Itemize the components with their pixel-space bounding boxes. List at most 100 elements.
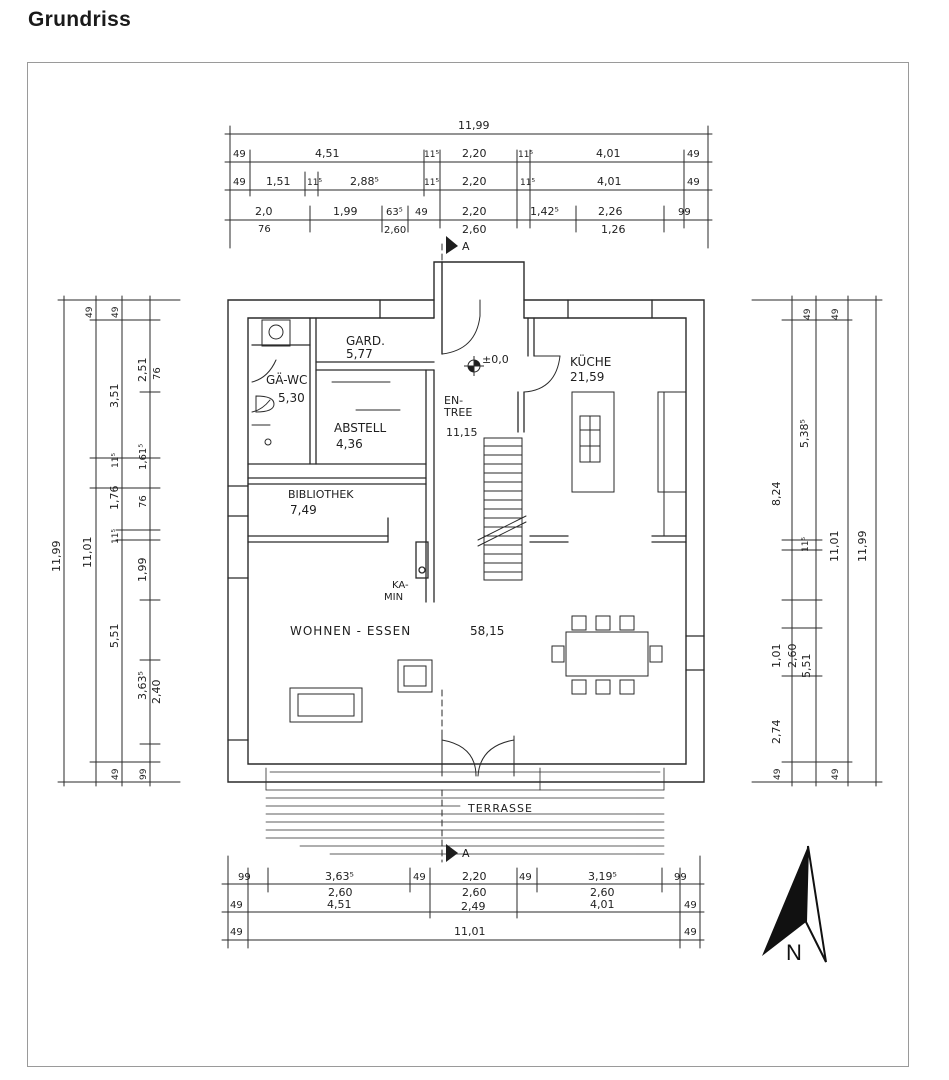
room-abstell-name: ABSTELL <box>334 421 386 435</box>
interior-walls <box>227 299 705 741</box>
dim-label: 76 <box>138 495 149 508</box>
dim-label: 2,20 <box>462 175 487 188</box>
dim-top-overall: 11,99 <box>458 119 490 132</box>
dim-label: 49 <box>233 149 246 160</box>
dim-label: 4,01 <box>596 147 621 160</box>
room-gaewc-name: GÄ-WC <box>266 372 307 387</box>
dim-label: 49 <box>415 207 428 218</box>
dim-label: 11,01 <box>828 531 841 563</box>
dim-label: 2,20 <box>462 870 487 883</box>
dim-label: 49 <box>684 927 697 938</box>
room-wohnen-name: WOHNEN - ESSEN <box>290 624 411 638</box>
dim-label: 1,76 <box>108 486 121 511</box>
left-dimension-lines <box>57 295 181 787</box>
dim-label: 49 <box>687 149 700 160</box>
dim-label: 49 <box>413 872 426 883</box>
dining-table <box>551 615 663 695</box>
dim-label: 2,40 <box>150 680 163 705</box>
dim-label: 2,60 <box>384 225 406 236</box>
dim-label: 49 <box>230 900 243 911</box>
room-kamin-line1: KA- <box>392 580 409 591</box>
dim-label: 2,20 <box>462 205 487 218</box>
bottom-dimension-labels: 99 3,63⁵ 49 2,20 49 3,19⁵ 99 2,60 2,60 2… <box>230 870 697 938</box>
section-marker-top: A <box>446 236 470 254</box>
dim-label: 1,99 <box>136 558 149 583</box>
page-title: Grundriss <box>28 8 132 31</box>
room-entree-area: 11,15 <box>446 426 478 439</box>
dim-label: 1,51 <box>266 175 291 188</box>
section-label: A <box>462 847 470 860</box>
dim-label: 2,60 <box>462 886 487 899</box>
level-marker: ±0,0 <box>464 353 509 376</box>
dim-label: 49 <box>773 768 783 780</box>
dim-label: 1,26 <box>601 223 626 236</box>
room-abstell-area: 4,36 <box>336 437 363 451</box>
dim-label: 2,60 <box>462 223 487 236</box>
dim-label: 1,01 <box>770 644 783 669</box>
dim-left-inner: 11,01 <box>81 537 94 569</box>
dim-label: 4,01 <box>597 175 622 188</box>
dim-label: 99 <box>678 207 691 218</box>
dim-label: 3,19⁵ <box>588 870 617 883</box>
living-furniture <box>289 659 433 723</box>
left-dimension-labels: 11,99 11,01 49 3,51 11⁵ 1,76 11⁵ 5,51 49… <box>50 306 163 780</box>
room-kueche-name: KÜCHE <box>570 353 611 369</box>
dim-label: 4,01 <box>590 898 615 911</box>
dim-label: 11⁵ <box>801 537 811 552</box>
dim-label: 11⁵ <box>307 178 322 188</box>
dim-label: 2,88⁵ <box>350 175 379 188</box>
dim-label: 11⁵ <box>111 453 121 468</box>
room-gard-area: 5,77 <box>346 347 373 361</box>
dim-label: 5,38⁵ <box>798 419 811 448</box>
dim-right-outer: 11,99 <box>856 531 869 563</box>
dim-label: 2,60 <box>786 644 799 669</box>
exterior-walls <box>227 261 705 783</box>
dim-label: 99 <box>238 872 251 883</box>
section-label: A <box>462 240 470 253</box>
bottom-dimension-lines <box>221 855 705 949</box>
room-labels: GARD. 5,77 GÄ-WC 5,30 ABSTELL 4,36 EN- T… <box>266 334 611 815</box>
dim-label: 49 <box>684 900 697 911</box>
dim-label: 11⁵ <box>424 150 439 160</box>
dim-label: 49 <box>519 872 532 883</box>
room-kamin-line2: MIN <box>384 592 403 603</box>
terrace-hatching <box>265 767 665 855</box>
dim-label: 1,99 <box>333 205 358 218</box>
dim-label: 3,63⁵ <box>136 671 149 700</box>
dim-label: 99 <box>139 768 149 780</box>
right-dimension-labels: 49 5,38⁵ 8,24 11⁵ 1,01 2,60 2,74 49 49 1… <box>770 308 869 780</box>
dim-label: 1,42⁵ <box>530 205 559 218</box>
drawing-frame <box>27 62 909 1067</box>
section-marker-bottom: A <box>446 844 470 862</box>
level-label: ±0,0 <box>482 353 509 366</box>
dim-label: 4,51 <box>327 898 352 911</box>
kitchen-furniture <box>571 391 687 537</box>
wc-fixtures <box>251 319 291 446</box>
staircase <box>477 437 527 581</box>
dim-label: 49 <box>803 308 813 320</box>
dim-label: 2,60 <box>328 886 353 899</box>
dim-label: 11⁵ <box>111 529 121 544</box>
dim-label: 2,51 <box>136 358 149 383</box>
dim-label: 76 <box>152 367 163 380</box>
dim-label: 76 <box>258 224 271 235</box>
room-kueche-area: 21,59 <box>570 370 604 384</box>
room-bibliothek-name: BIBLIOTHEK <box>288 488 354 501</box>
room-entree-line2: TREE <box>443 406 472 419</box>
dim-label: 99 <box>674 872 687 883</box>
room-terrasse: TERRASSE <box>467 802 533 815</box>
dim-label: 1,61⁵ <box>138 444 149 470</box>
dim-label: 11,01 <box>454 925 486 938</box>
dim-left-outer: 11,99 <box>50 541 63 573</box>
dim-label: 11⁵ <box>518 150 533 160</box>
dim-label: 2,20 <box>462 147 487 160</box>
compass-label: N <box>786 940 802 965</box>
dim-label: 2,0 <box>255 205 273 218</box>
dim-label: 8,24 <box>770 482 783 507</box>
dim-label: 49 <box>111 306 121 318</box>
dim-label: 11⁵ <box>520 178 535 188</box>
dim-label: 49 <box>111 768 121 780</box>
north-arrow: N <box>762 845 827 965</box>
dim-label: 2,26 <box>598 205 623 218</box>
